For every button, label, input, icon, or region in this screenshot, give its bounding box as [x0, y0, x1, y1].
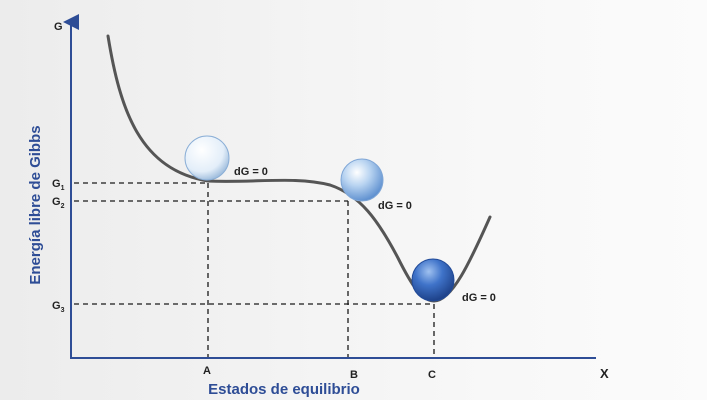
state-label-b: B — [350, 369, 358, 381]
state-label-a: A — [203, 365, 211, 377]
ball-metastable-a — [184, 135, 230, 181]
state-label-c: C — [428, 369, 436, 381]
ball-unstable-b — [340, 158, 384, 202]
level-label-g3: G3 — [52, 300, 65, 314]
ball-stable-c — [411, 258, 455, 302]
level-label-g1: G1 — [52, 178, 65, 192]
level-label-g2: G2 — [52, 196, 65, 210]
x-axis-title: Estados de equilibrio — [208, 381, 360, 398]
annotation-dg-a: dG = 0 — [234, 166, 268, 178]
annotation-dg-b: dG = 0 — [378, 200, 412, 212]
y-axis-symbol: G — [54, 21, 63, 33]
x-axis-symbol: X — [600, 366, 609, 381]
annotation-dg-c: dG = 0 — [462, 292, 496, 304]
guide-lines — [74, 182, 435, 358]
y-axis-title: Energía libre de Gibbs — [27, 125, 44, 284]
